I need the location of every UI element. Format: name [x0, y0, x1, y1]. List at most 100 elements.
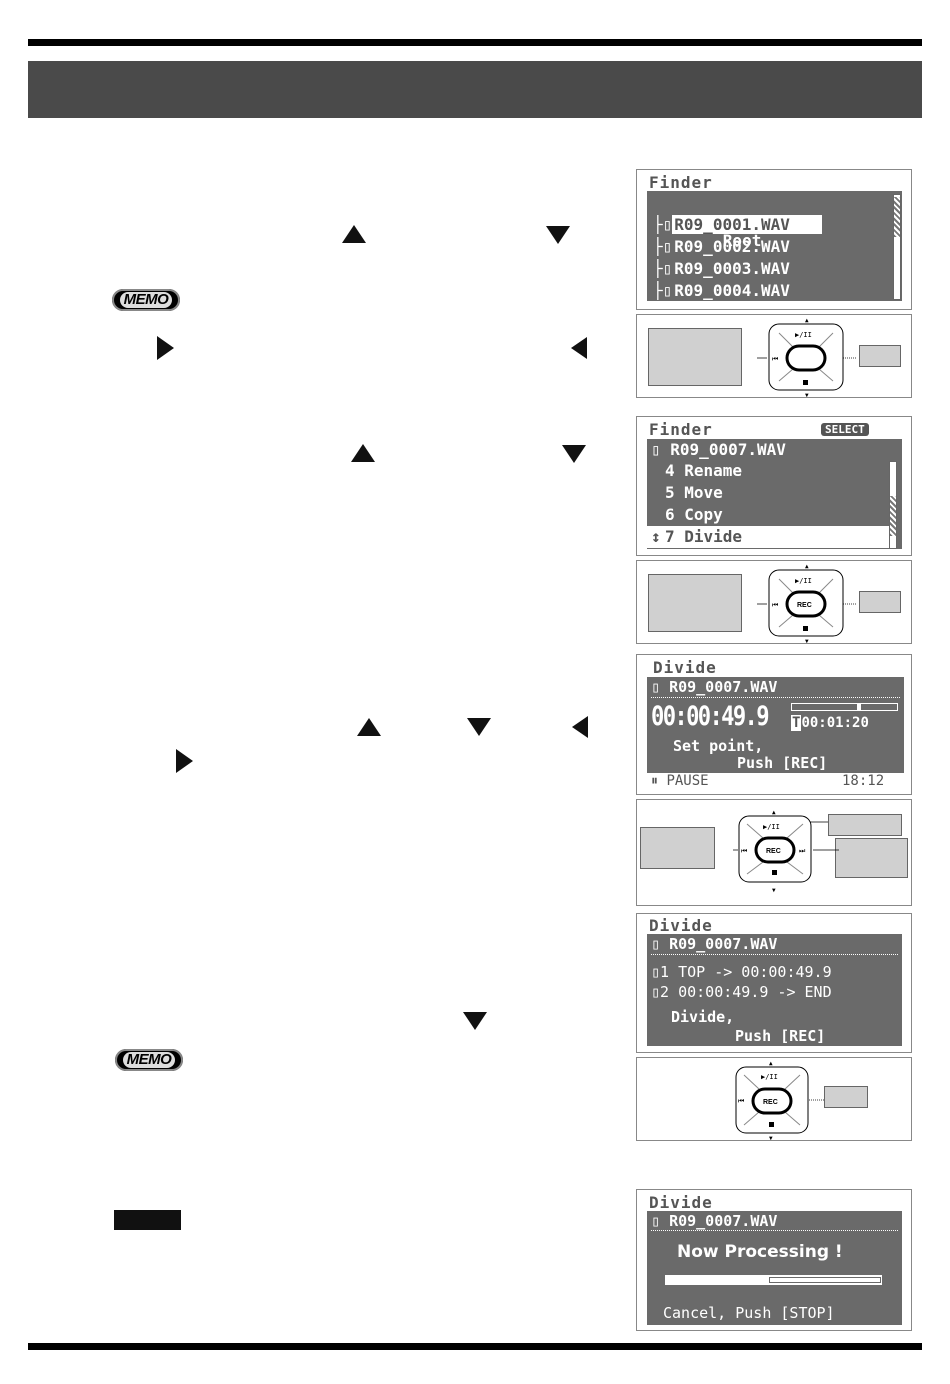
up-arrow-icon	[357, 718, 381, 736]
svg-text:▲: ▲	[805, 563, 809, 570]
instruction-2: Push [REC]	[735, 1027, 826, 1045]
file-icon: ▯	[651, 963, 661, 981]
svg-text:▼: ▼	[805, 392, 809, 397]
file-row: ▯ R09_0007.WAV	[651, 1212, 777, 1230]
current-time: 00:00:49.9	[651, 701, 770, 732]
note-badge	[114, 1210, 181, 1230]
file-name: R09_0007.WAV	[669, 1212, 778, 1230]
file-row: ▯ R09_0007.WAV	[651, 935, 777, 953]
scrollbar[interactable]	[893, 194, 901, 300]
file-icon: ▯	[662, 281, 673, 300]
section-header-band	[28, 61, 922, 118]
file-row[interactable]: ├▯R09_0001.WAV	[653, 215, 822, 234]
menu-item-divide[interactable]: 7 Divide	[665, 527, 743, 546]
rec-label: REC	[797, 602, 812, 609]
menu-item-copy[interactable]: 6 Copy	[665, 505, 723, 524]
instruction-1: Set point,	[673, 737, 764, 755]
cursor-pad: REC ▶/II ⏮ ▲ ▼	[735, 1060, 824, 1140]
svg-text:REC: REC	[763, 1099, 778, 1106]
finder-list-screen: Finder / Root ├▯R09_0001.WAV ├▯R09_0002.…	[636, 169, 912, 310]
down-arrow-icon	[546, 226, 570, 244]
file-row[interactable]: ├▯R09_0004.WAV	[653, 281, 790, 300]
scrollbar[interactable]	[889, 461, 897, 549]
menu-item-move[interactable]: 5 Move	[665, 483, 723, 502]
selected-file: ▯ R09_0007.WAV	[651, 440, 786, 459]
svg-text:⏮: ⏮	[772, 355, 778, 363]
svg-text:⏮: ⏮	[741, 847, 747, 855]
instruction-1: Divide,	[671, 1008, 735, 1026]
file-row[interactable]: ├▯R09_0003.WAV	[653, 259, 790, 278]
file-name: R09_0001.WAV	[672, 215, 822, 234]
file-row[interactable]: ├▯R09_0002.WAV	[653, 237, 790, 256]
finder-menu-screen: Finder SELECT ▯ R09_0007.WAV 4 Rename 5 …	[636, 416, 912, 556]
processing-message: Now Processing !	[677, 1242, 843, 1262]
file-icon: ▯	[651, 983, 661, 1001]
right-arrow-icon	[157, 336, 174, 360]
down-arrow-icon	[562, 445, 586, 463]
memo-label: MEMO	[122, 1052, 176, 1068]
svg-text:▲: ▲	[769, 1060, 773, 1067]
progress-bar	[665, 1275, 882, 1285]
progress-remaining	[769, 1277, 881, 1283]
status-text: PAUSE	[666, 773, 709, 789]
file-icon: ▯	[662, 259, 673, 278]
svg-text:▶/II: ▶/II	[761, 1073, 778, 1081]
svg-text:⏮: ⏮	[772, 601, 778, 609]
svg-text:▶/II: ▶/II	[795, 577, 812, 585]
file-name: R09_0004.WAV	[674, 281, 790, 300]
down-arrow-icon	[467, 718, 491, 736]
svg-text:⏮: ⏮	[738, 1097, 744, 1105]
memo-label: MEMO	[119, 292, 173, 308]
screen-title: Divide	[649, 916, 713, 935]
divide-confirm-screen: Divide ▯ R09_0007.WAV ▯1 TOP -> 00:00:49…	[636, 913, 912, 1053]
cancel-hint: Cancel, Push [STOP]	[663, 1304, 835, 1322]
lcd-area: ▯ R09_0007.WAV ▯1 TOP -> 00:00:49.9 ▯2 0…	[647, 934, 902, 1046]
file-icon: ▯	[662, 215, 673, 234]
file-icon: ▯	[651, 1212, 661, 1230]
screen-title: Finder	[649, 420, 713, 439]
callout-box	[648, 574, 742, 632]
callout-box	[824, 1086, 868, 1108]
button-diagram: REC ▶/II ⏮⏭ ▲▼	[636, 799, 912, 906]
callout-box	[640, 827, 715, 869]
instruction-2: Push [REC]	[737, 754, 828, 772]
file-name: R09_0003.WAV	[674, 259, 790, 278]
button-diagram: ▶/II ⏮ ▲▼	[636, 314, 912, 398]
position-marker	[857, 704, 862, 710]
menu-item-divide-row[interactable]	[647, 526, 893, 548]
button-diagram: REC ▶/II ⏮ ▲▼	[636, 560, 912, 644]
menu-item-rename[interactable]: 4 Rename	[665, 461, 743, 480]
svg-text:▼: ▼	[772, 887, 776, 894]
divide-set-screen: Divide ▯ R09_0007.WAV 00:00:49.9 T00:01:…	[636, 654, 912, 795]
callout-box	[859, 345, 901, 367]
updown-icon: ↕	[651, 527, 661, 546]
lcd-area: ▯ R09_0007.WAV 4 Rename 5 Move 6 Copy ↕ …	[647, 439, 902, 549]
lcd-area: ▯ R09_0007.WAV Now Processing ! Cancel, …	[647, 1211, 902, 1325]
position-bar	[791, 703, 898, 711]
screen-title: Divide	[649, 1193, 713, 1212]
screen-title: Finder	[649, 173, 713, 192]
pause-icon: ⏸	[651, 773, 658, 789]
screen-title: Divide	[653, 658, 717, 677]
stop-icon	[803, 626, 808, 631]
total-time-row: T00:01:20	[791, 715, 869, 731]
left-arrow-icon	[572, 716, 588, 738]
lcd-area: / Root ├▯R09_0001.WAV ├▯R09_0002.WAV ├▯R…	[647, 191, 902, 301]
up-arrow-icon	[351, 444, 375, 462]
file-icon: ▯	[651, 678, 661, 696]
file-name: R09_0007.WAV	[669, 678, 778, 696]
divide-processing-screen: Divide ▯ R09_0007.WAV Now Processing ! C…	[636, 1189, 912, 1331]
select-badge: SELECT	[821, 423, 869, 436]
callout-box	[828, 814, 902, 836]
callout-box	[648, 328, 742, 386]
svg-text:▼: ▼	[769, 1135, 773, 1140]
file-icon: ▯	[651, 440, 661, 459]
button-diagram: REC ▶/II ⏮ ▲ ▼	[636, 1057, 912, 1141]
status-row: ⏸ PAUSE	[651, 773, 709, 789]
memo-badge: MEMO	[112, 289, 180, 311]
clock: 18:12	[842, 773, 885, 789]
down-arrow-icon	[463, 1012, 487, 1030]
svg-text:▲: ▲	[772, 809, 776, 816]
left-arrow-icon	[571, 337, 587, 359]
svg-text:▲: ▲	[805, 317, 809, 324]
